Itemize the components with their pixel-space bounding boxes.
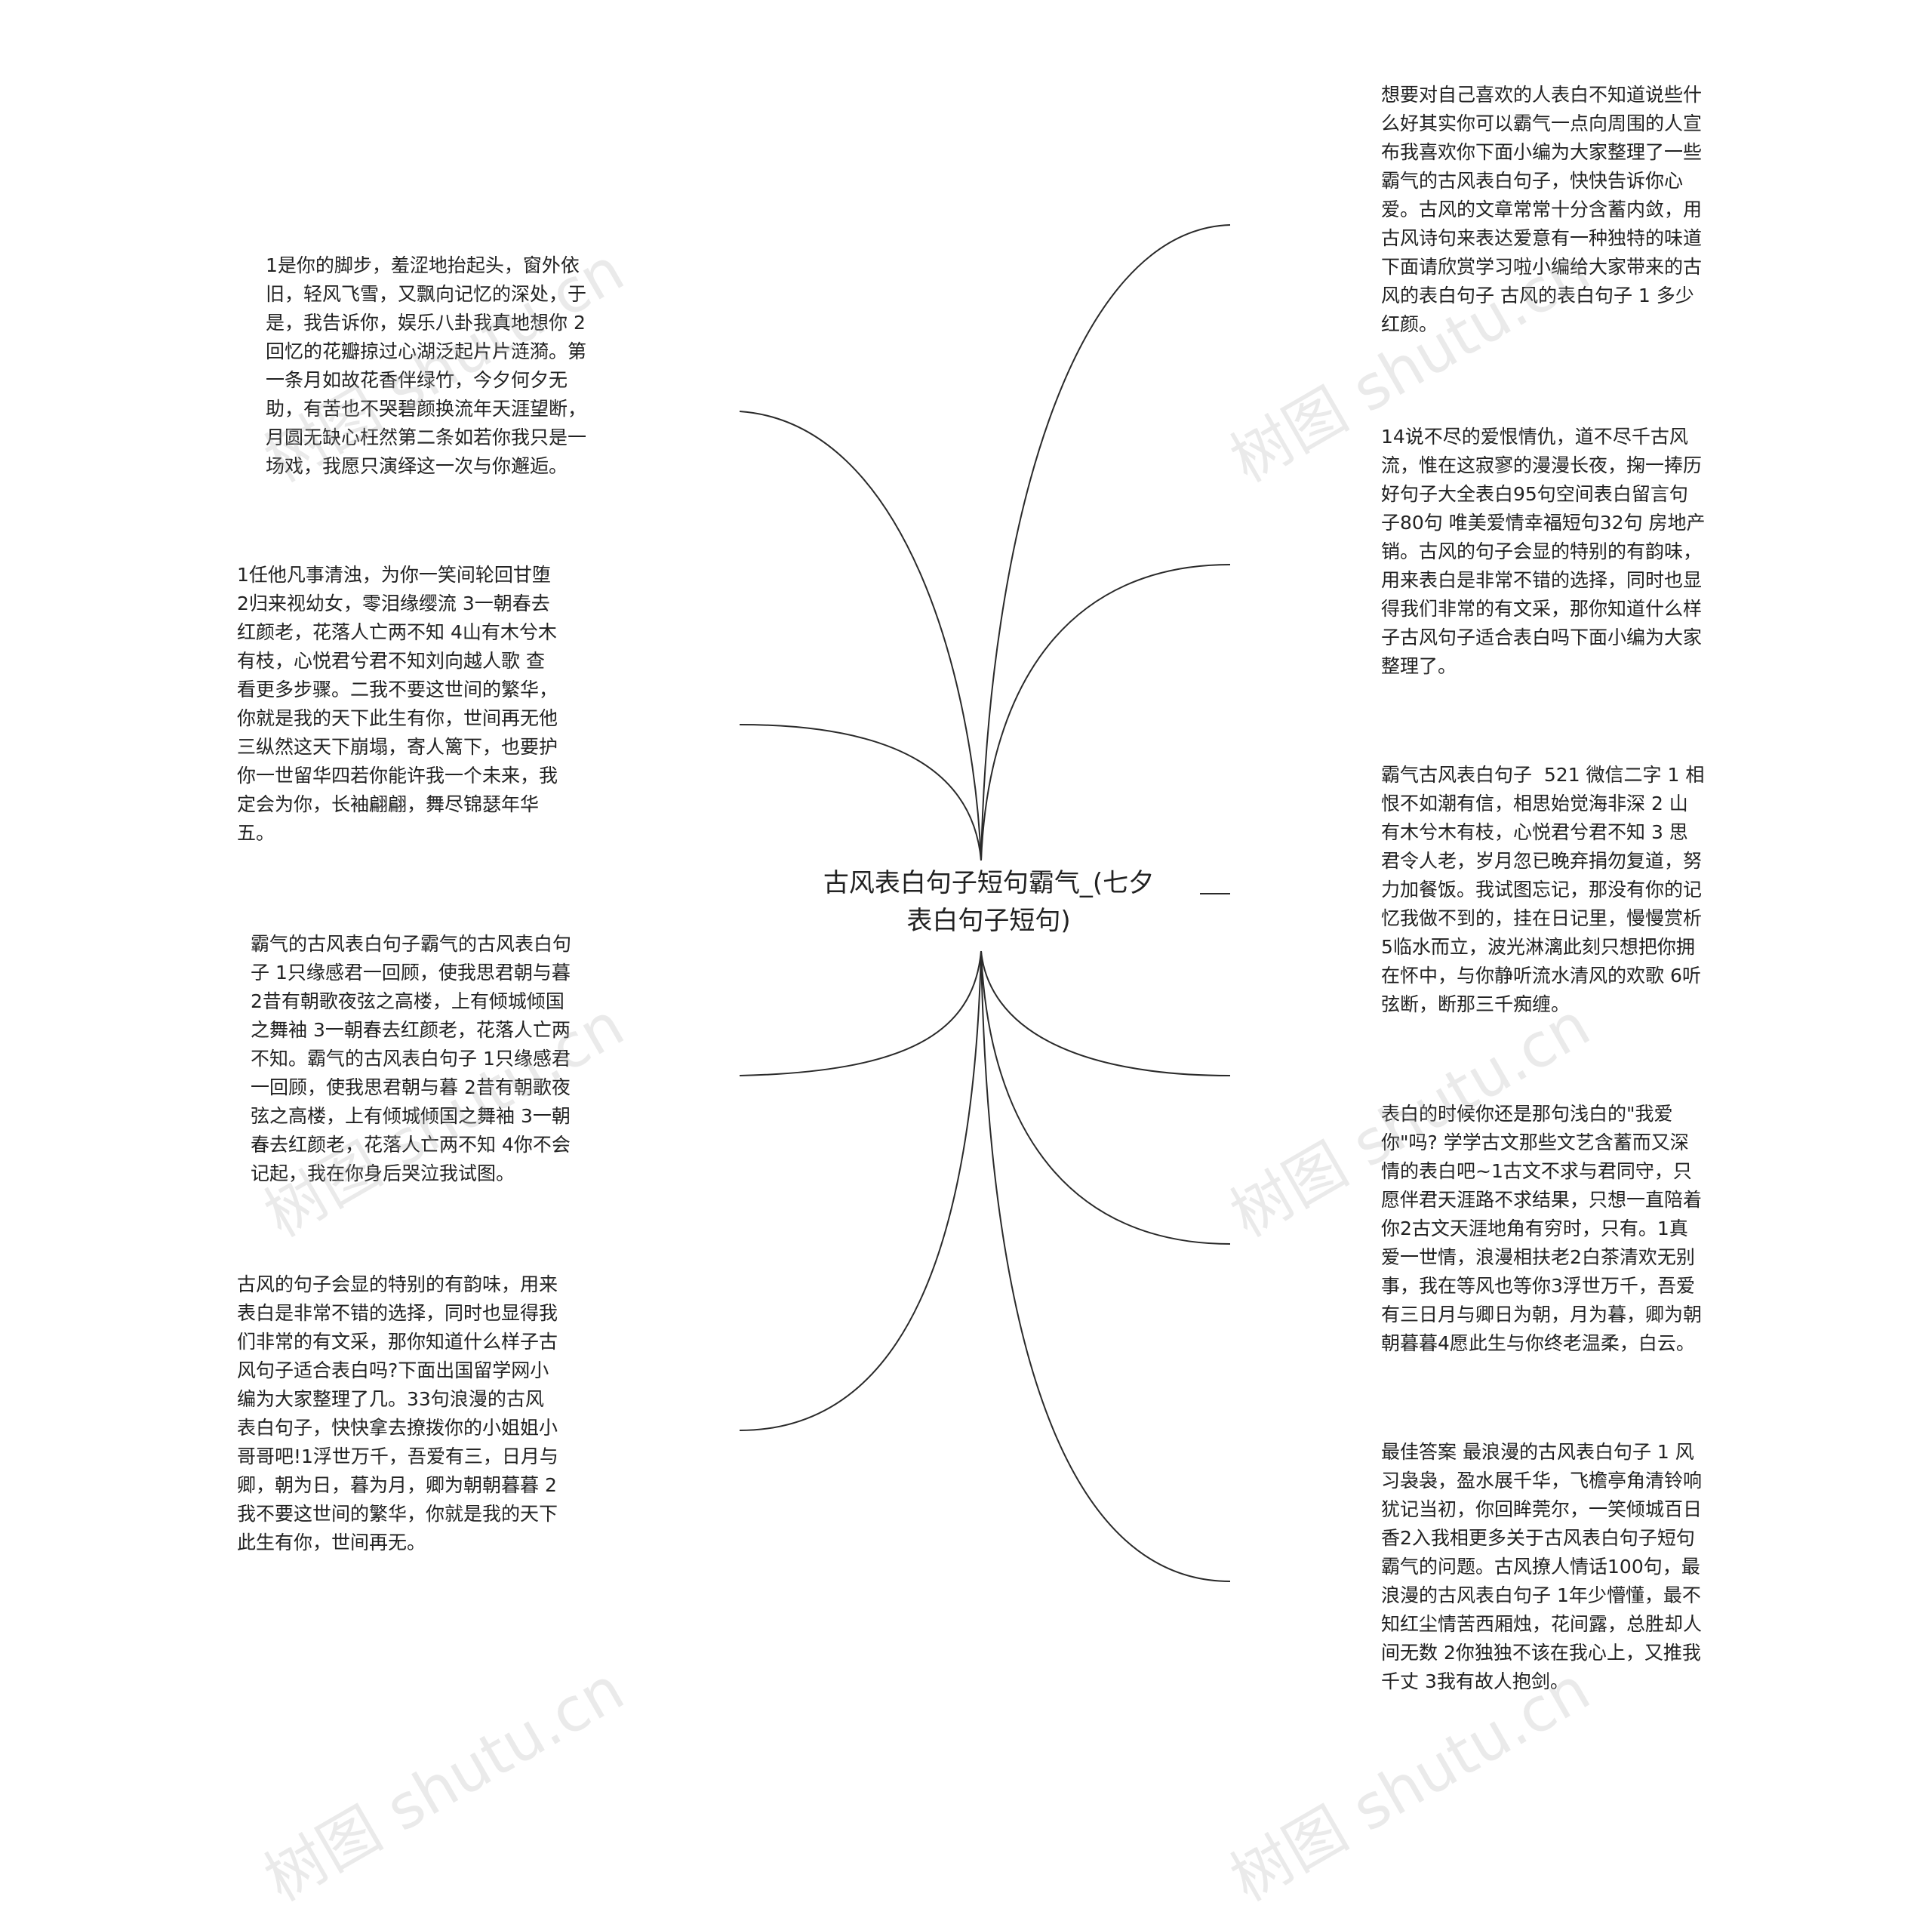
- link-right-5: [980, 950, 1231, 1582]
- left-node-2[interactable]: 1任他凡事清浊，为你一笑间轮回甘堕 2归来视幼女，零泪缘缨流 3一朝春去红颜老，…: [237, 564, 558, 844]
- right-node-5[interactable]: 最佳答案 最浪漫的古风表白句子 1 风习袅袅，盈水展千华，飞檐亭角清铃响犹记当初…: [1381, 1441, 1703, 1692]
- link-right-4: [980, 950, 1231, 1245]
- link-right-2: [980, 564, 1231, 861]
- mindmap-links: [739, 224, 1231, 1582]
- link-left-2: [739, 724, 982, 861]
- right-node-1[interactable]: 想要对自己喜欢的人表白不知道说些什么好其实你可以霸气一点向周围的人宣布我喜欢你下…: [1381, 84, 1703, 335]
- central-topic-connector: [1200, 893, 1230, 894]
- link-left-4: [739, 950, 982, 1431]
- link-left-3: [739, 950, 982, 1076]
- left-node-3[interactable]: 霸气的古风表白句子霸气的古风表白句子 1只缘感君一回顾，使我思君朝与暮 2昔有朝…: [251, 933, 577, 1184]
- mindmap-canvas: 古风表白句子短句霸气_(七夕表白句子短句) 1是你的脚步，羞涩地抬起头，窗外依旧…: [237, 84, 1708, 1915]
- left-node-4[interactable]: 古风的句子会显的特别的有韵味，用来表白是非常不错的选择，同时也显得我们非常的有文…: [237, 1273, 558, 1553]
- link-right-3: [980, 950, 1231, 1076]
- right-node-3[interactable]: 霸气古风表白句子 521 微信二字 1 相恨不如潮有信，相思始觉海非深 2 山有…: [1381, 764, 1708, 1015]
- right-node-4[interactable]: 表白的时候你还是那句浅白的"我爱你"吗? 学学古文那些文艺含蓄而又深情的表白吧~…: [1381, 1103, 1703, 1354]
- left-node-1[interactable]: 1是你的脚步，羞涩地抬起头，窗外依旧，轻风飞雪，又飘向记忆的深处，于是，我告诉你…: [266, 254, 587, 477]
- right-node-2[interactable]: 14说不尽的爱恨情仇，道不尽千古风流，惟在这寂寥的漫漫长夜，掬一捧历 好句子大全…: [1381, 426, 1708, 677]
- link-right-1: [980, 224, 1231, 861]
- central-topic[interactable]: 古风表白句子短句霸气_(七夕表白句子短句): [823, 868, 1155, 936]
- link-left-1: [739, 411, 982, 861]
